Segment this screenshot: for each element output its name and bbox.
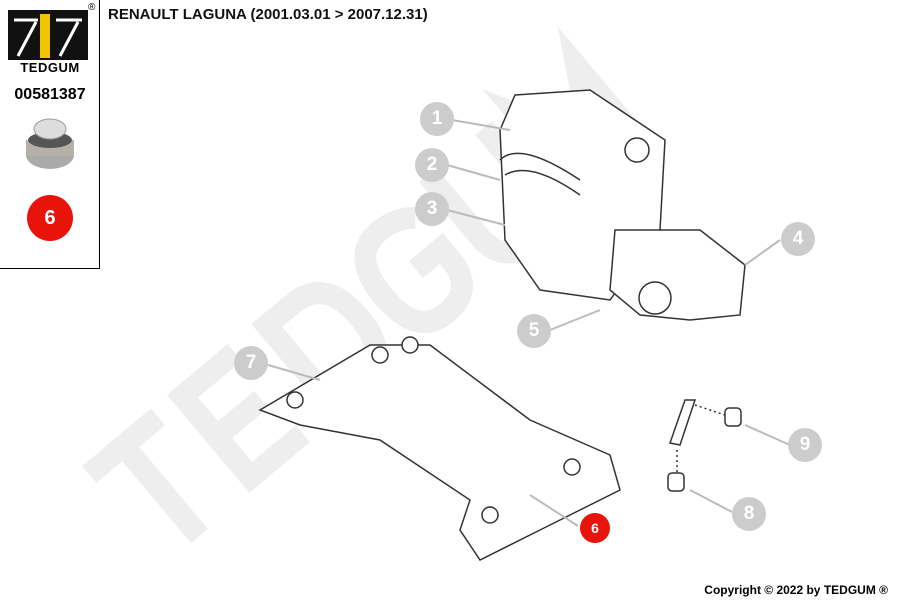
- callout-1[interactable]: 1: [420, 102, 454, 136]
- callout-6[interactable]: 6: [580, 513, 610, 543]
- callout-2[interactable]: 2: [415, 148, 449, 182]
- callout-3[interactable]: 3: [415, 192, 449, 226]
- callout-4[interactable]: 4: [781, 222, 815, 256]
- registered-mark: ®: [88, 2, 96, 13]
- subframe-illustration: [258, 336, 621, 561]
- part-bushing-image: [26, 118, 74, 169]
- part-number: 00581387: [14, 86, 86, 103]
- callout-7[interactable]: 7: [234, 346, 268, 380]
- engine-illustration: [499, 89, 746, 321]
- callout-9[interactable]: 9: [788, 428, 822, 462]
- leader-lines: [267, 119, 791, 527]
- copyright: Copyright © 2022 by TEDGUM ®: [704, 583, 888, 597]
- link-illustration: [667, 399, 742, 492]
- vehicle-title: RENAULT LAGUNA (2001.03.01 > 2007.12.31): [108, 6, 428, 23]
- highlight-callout-6: 6: [27, 195, 73, 241]
- callout-5[interactable]: 5: [517, 314, 551, 348]
- tedgum-logo: [8, 10, 88, 60]
- callout-8[interactable]: 8: [732, 497, 766, 531]
- part-info-panel: ® TEDGUM 00581387 6: [0, 0, 100, 269]
- brand-name: TEDGUM: [20, 60, 80, 75]
